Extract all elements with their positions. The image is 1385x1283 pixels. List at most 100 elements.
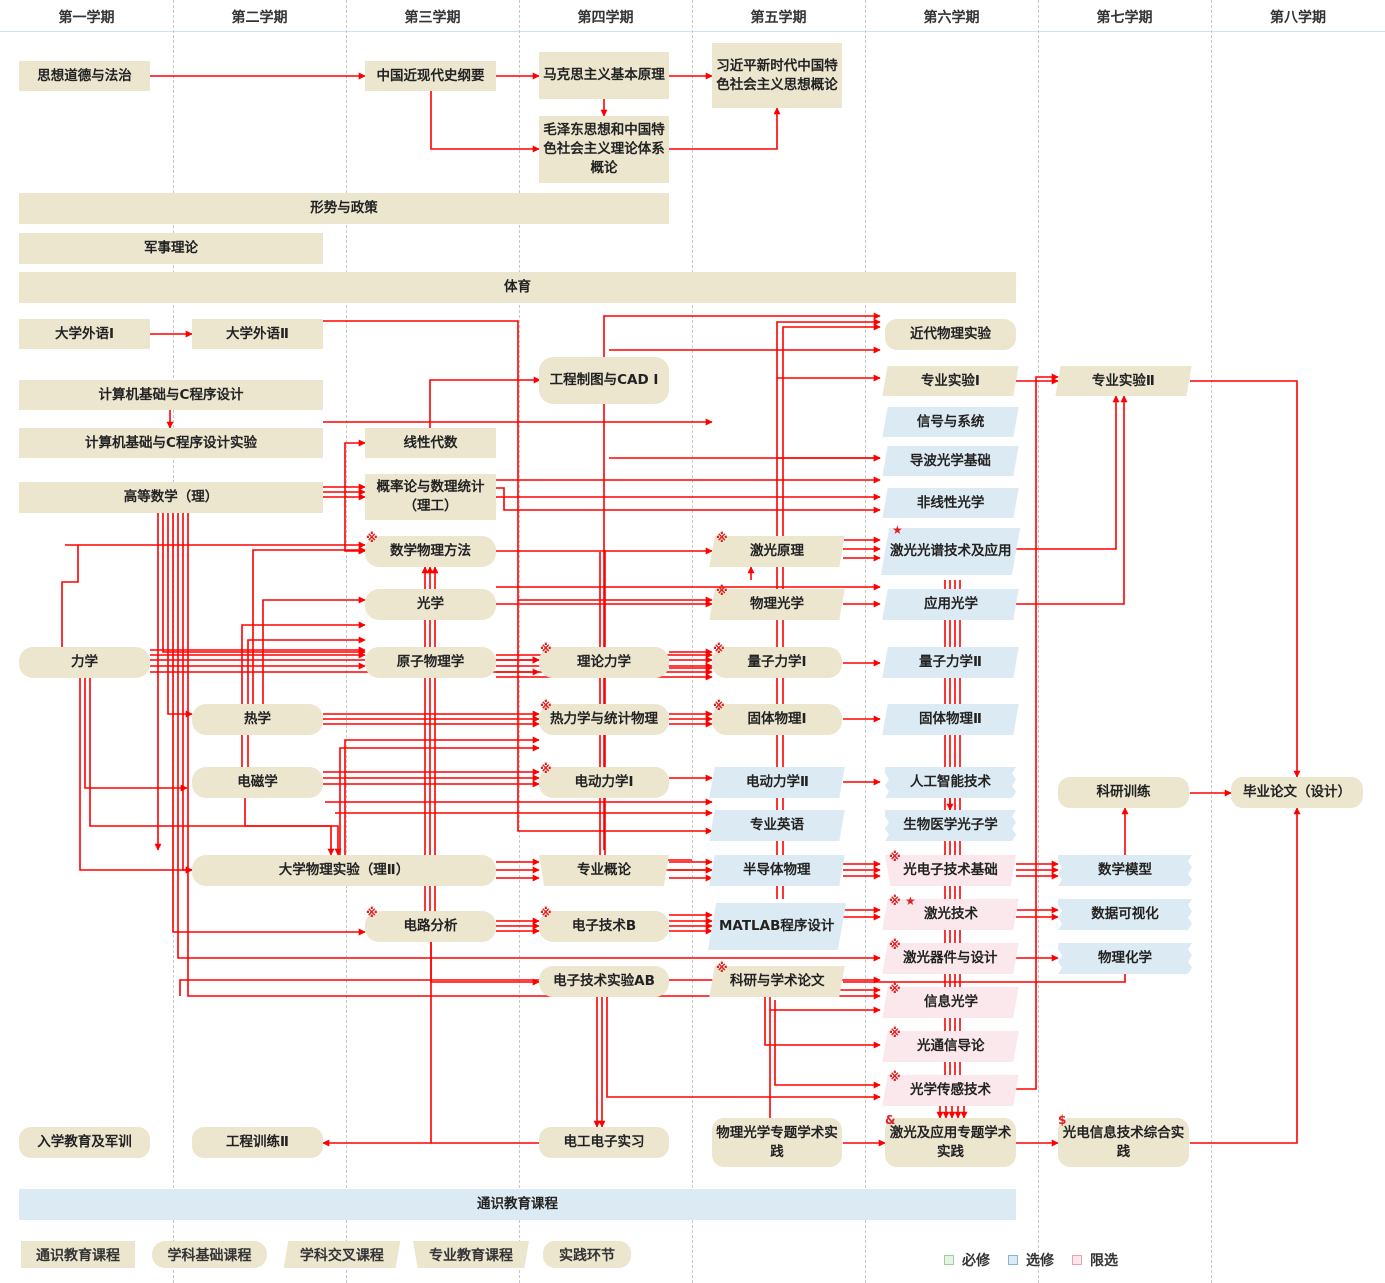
column-divider (1211, 0, 1212, 1283)
prerequisite-arrow (1190, 807, 1301, 1144)
course-zonghe[interactable]: 光电信息技术综合实践 (1058, 1118, 1189, 1167)
course-guti1[interactable]: 固体物理Ⅰ (712, 704, 842, 735)
course-guangxue[interactable]: 光学 (365, 589, 496, 620)
course-dianlu[interactable]: 电路分析 (365, 911, 496, 942)
course-keyan[interactable]: 科研训练 (1058, 777, 1189, 808)
course-tiyu[interactable]: 体育 (19, 272, 1016, 303)
course-jiguang[interactable]: 激光原理 (709, 536, 845, 567)
course-dianci[interactable]: 电磁学 (192, 767, 323, 798)
course-diandong2[interactable]: 电动力学Ⅱ (709, 767, 845, 798)
course-xi[interactable]: 习近平新时代中国特色社会主义思想概论 (712, 43, 842, 108)
column-divider (346, 0, 347, 1283)
course-liangzi1[interactable]: 量子力学Ⅰ (712, 647, 842, 678)
legend-general: 通识教育课程 (21, 1241, 135, 1268)
course-lilun[interactable]: 理论力学 (539, 647, 669, 678)
course-zy-exp1[interactable]: 专业实验Ⅰ (882, 366, 1019, 396)
legend-elective: 选修 (1008, 1250, 1054, 1270)
semester-3-header: 第三学期 (404, 10, 461, 26)
course-tongxin[interactable]: 光通信导论 (882, 1031, 1019, 1062)
restricted-marker: ※ (713, 699, 725, 713)
restricted-marker: ※ (540, 642, 552, 656)
course-xiandai[interactable]: 线性代数 (365, 428, 496, 458)
semester-4-header: 第四学期 (577, 10, 634, 26)
course-jisuanji-exp[interactable]: 计算机基础与C程序设计实验 (19, 428, 323, 458)
course-wuli-sj[interactable]: 物理光学专题学术实践 (712, 1118, 842, 1167)
course-label: 信息光学 (923, 994, 978, 1010)
course-waiyu2[interactable]: 大学外语Ⅱ (192, 319, 323, 349)
course-gailun[interactable]: 专业概论 (539, 855, 669, 886)
course-sixiang[interactable]: 思想道德与法治 (19, 61, 150, 91)
course-wuli-exp[interactable]: 大学物理实验（理Ⅱ） (192, 855, 496, 886)
course-ruxue[interactable]: 入学教育及军训 (19, 1127, 150, 1158)
legend-label: 选修 (1026, 1253, 1054, 1269)
course-jindaishi[interactable]: 中国近现代史纲要 (365, 61, 496, 91)
course-dianziB[interactable]: 电子技术B (539, 911, 669, 942)
course-ai[interactable]: 人工智能技术 (885, 767, 1016, 798)
course-xunlian2[interactable]: 工程训练Ⅱ (192, 1127, 323, 1158)
legend-label: 必修 (962, 1253, 990, 1269)
course-label: 应用光学 (923, 596, 978, 612)
course-shuli[interactable]: 数学物理方法 (365, 536, 496, 567)
course-chuangan[interactable]: 光学传感技术 (882, 1075, 1019, 1106)
course-label: 光学传感技术 (910, 1082, 991, 1098)
course-xingshi[interactable]: 形势与政策 (19, 193, 669, 224)
course-keshihua[interactable]: 数据可视化 (1058, 899, 1192, 930)
prerequisite-arrow (774, 1000, 881, 1089)
course-shixi[interactable]: 电工电子实习 (539, 1127, 669, 1158)
course-biye[interactable]: 毕业论文（设计） (1231, 777, 1363, 808)
prerequisite-arrow (344, 497, 366, 555)
course-guangdian[interactable]: 光电子技术基础 (885, 855, 1016, 886)
course-dianzi-exp[interactable]: 电子技术实验AB (539, 966, 669, 997)
prerequisite-arrow (177, 513, 881, 962)
course-mao[interactable]: 毛泽东思想和中国特色社会主义理论体系概论 (539, 116, 669, 183)
restricted-marker: ※ (366, 906, 378, 920)
course-diandong1[interactable]: 电动力学Ⅰ (539, 767, 669, 798)
course-bandaoti[interactable]: 半导体物理 (709, 855, 845, 886)
course-lixue[interactable]: 力学 (19, 647, 150, 678)
course-liangzi2[interactable]: 量子力学Ⅱ (882, 647, 1019, 678)
course-label: 量子力学Ⅱ (919, 654, 982, 670)
course-jg-sj[interactable]: 激光及应用专题学术实践 (885, 1118, 1016, 1167)
course-feixian[interactable]: 非线性光学 (882, 488, 1019, 518)
prerequisite-arrow (241, 621, 366, 767)
prerequisite-arrow (344, 736, 540, 855)
course-guti2[interactable]: 固体物理Ⅱ (882, 704, 1019, 735)
prerequisite-arrow (669, 107, 781, 150)
course-moxing[interactable]: 数学模型 (1058, 855, 1192, 886)
course-label: 导波光学基础 (910, 452, 991, 469)
course-daobo[interactable]: 导波光学基础 (882, 446, 1019, 476)
course-lunwen[interactable]: 科研与学术论文 (709, 966, 845, 997)
course-jisuanji[interactable]: 计算机基础与C程序设计 (19, 380, 323, 410)
course-waiyu1[interactable]: 大学外语Ⅰ (19, 319, 150, 349)
course-gailv[interactable]: 概率论与数理统计（理工） (365, 474, 496, 520)
course-makesi[interactable]: 马克思主义基本原理 (539, 52, 669, 99)
restricted-marker: ※ (540, 762, 552, 776)
course-yingyu[interactable]: 专业英语 (709, 810, 845, 841)
course-zy-exp2[interactable]: 专业实验Ⅱ (1055, 366, 1192, 396)
restricted-marker: ※ (889, 938, 901, 952)
course-tongshi[interactable]: 通识教育课程 (19, 1189, 1016, 1220)
semester-5-header: 第五学期 (750, 10, 807, 26)
course-shengyi[interactable]: 生物医学光子学 (885, 810, 1016, 841)
course-jg-jishu[interactable]: 激光技术 (882, 899, 1019, 930)
course-wuliguang[interactable]: 物理光学 (709, 589, 845, 620)
restricted-marker: ※ (889, 894, 901, 908)
course-jg-qijian[interactable]: 激光器件与设计 (882, 943, 1019, 974)
legend-basic: 学科基础课程 (152, 1241, 267, 1268)
course-gaoshu[interactable]: 高等数学（理） (19, 482, 323, 513)
course-matlab[interactable]: MATLAB程序设计 (707, 903, 847, 950)
course-yingyong[interactable]: 应用光学 (882, 589, 1019, 620)
prerequisite-arrow (1016, 395, 1120, 550)
course-label: 专业实验Ⅱ (1092, 372, 1155, 389)
course-xinhao[interactable]: 信号与系统 (882, 407, 1019, 437)
course-yuanzi[interactable]: 原子物理学 (365, 647, 496, 678)
course-zhitu[interactable]: 工程制图与CAD Ⅰ (539, 357, 669, 404)
course-rexue[interactable]: 热学 (192, 704, 323, 735)
course-jindai-exp[interactable]: 近代物理实验 (885, 319, 1016, 350)
course-re-tongji[interactable]: 热力学与统计物理 (539, 704, 669, 735)
course-wuhua[interactable]: 物理化学 (1058, 943, 1192, 974)
course-xinxi[interactable]: 信息光学 (882, 987, 1019, 1018)
legend-practice: 实践环节 (543, 1241, 631, 1268)
course-junshi[interactable]: 军事理论 (19, 233, 323, 264)
